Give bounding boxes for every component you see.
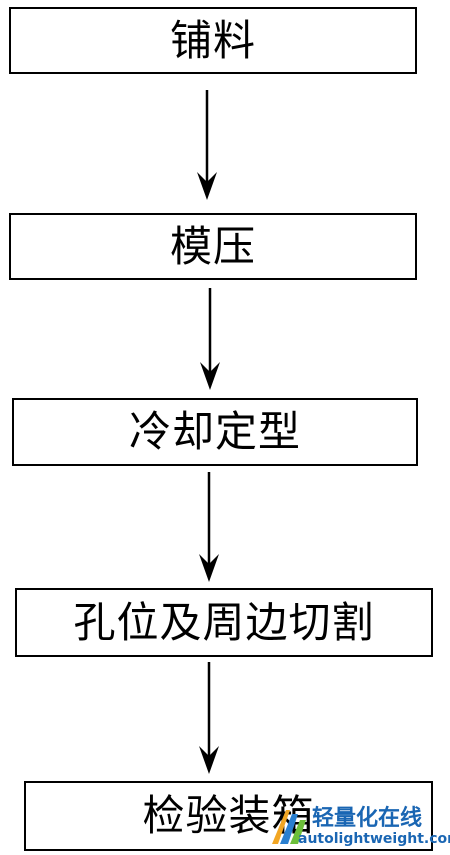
watermark-emblem-icon [272,810,306,844]
step-label-2: 模压 [169,221,256,271]
step-box-1: 铺料 [9,7,417,74]
step-box-3: 冷却定型 [12,398,418,466]
step-box-4: 孔位及周边切割 [15,588,433,657]
flow-arrow-3 [199,472,219,582]
step-box-2: 模压 [9,213,417,280]
watermark-logo: 轻量化在线 autolightweight.com [268,800,450,855]
flow-arrow-4 [199,662,219,774]
step-box-5: 检验装箱 [24,781,433,851]
flow-arrow-1 [197,90,217,200]
flow-arrow-2 [200,288,220,390]
step-label-4: 孔位及周边切割 [73,597,375,647]
step-label-3: 冷却定型 [128,407,301,456]
step-label-1: 铺料 [169,15,256,65]
watermark-url: autolightweight.com [298,831,450,847]
watermark-brand: 轻量化在线 [312,806,423,831]
